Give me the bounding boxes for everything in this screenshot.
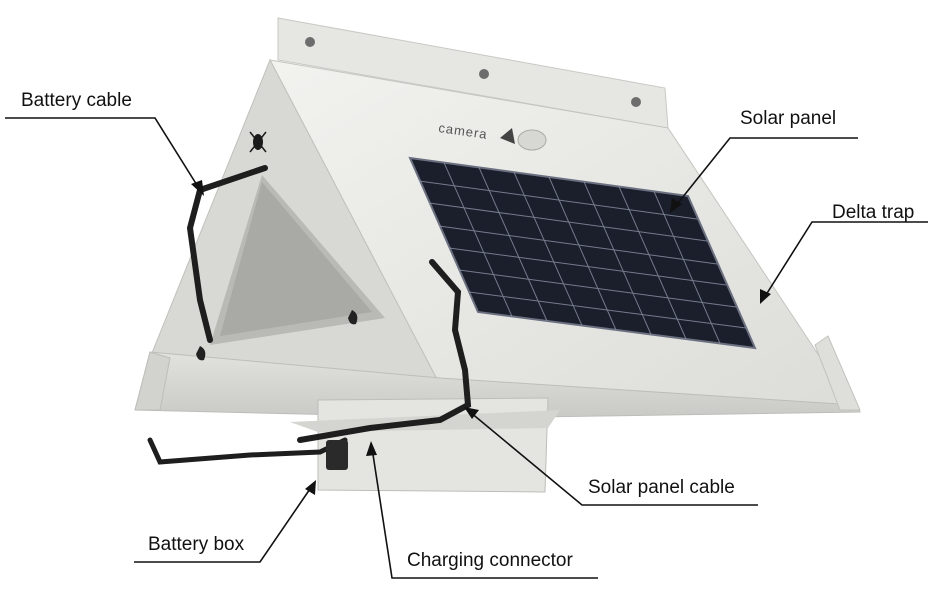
- clip: [348, 310, 358, 325]
- mount-hole: [479, 69, 489, 79]
- trap-flap-left: [134, 351, 171, 411]
- arrowhead: [305, 480, 316, 495]
- label-solar-panel: Solar panel: [740, 108, 837, 129]
- label-delta-trap: Delta trap: [832, 202, 915, 223]
- mount-hole: [631, 97, 641, 107]
- leader-solar-panel: [673, 137, 858, 209]
- leader-battery-box: [134, 485, 313, 563]
- solar-panel-shape: [408, 156, 757, 350]
- mount-hole: [305, 37, 315, 47]
- label-battery-cable: Battery cable: [21, 90, 132, 111]
- trap-flap-right: [814, 335, 861, 411]
- clip: [196, 346, 206, 361]
- leader-solar-panel-cable: [469, 411, 758, 506]
- insect-icon: [249, 131, 267, 153]
- battery-cable-shape: [186, 165, 268, 343]
- device-logo-text: camera: [438, 120, 489, 142]
- label-charging-connector: Charging connector: [407, 550, 573, 571]
- leader-delta-trap: [763, 221, 928, 299]
- charging-connector-shape: [326, 440, 348, 470]
- camera-lens: [517, 129, 547, 151]
- arrowhead: [191, 180, 204, 196]
- label-battery-box: Battery box: [148, 534, 245, 555]
- cable-lower: [147, 437, 348, 465]
- label-solar-panel-cable: Solar panel cable: [588, 477, 735, 498]
- logo-mark-icon: [500, 128, 515, 144]
- arrowhead: [464, 407, 479, 419]
- leader-battery-cable: [5, 117, 201, 191]
- arrowhead: [366, 441, 377, 456]
- arrowhead: [670, 198, 682, 213]
- leader-charging-connector: [371, 447, 598, 579]
- trap-entrance-inner: [220, 182, 372, 336]
- solar-panel-cable-shape: [297, 259, 472, 443]
- arrowhead: [760, 289, 771, 304]
